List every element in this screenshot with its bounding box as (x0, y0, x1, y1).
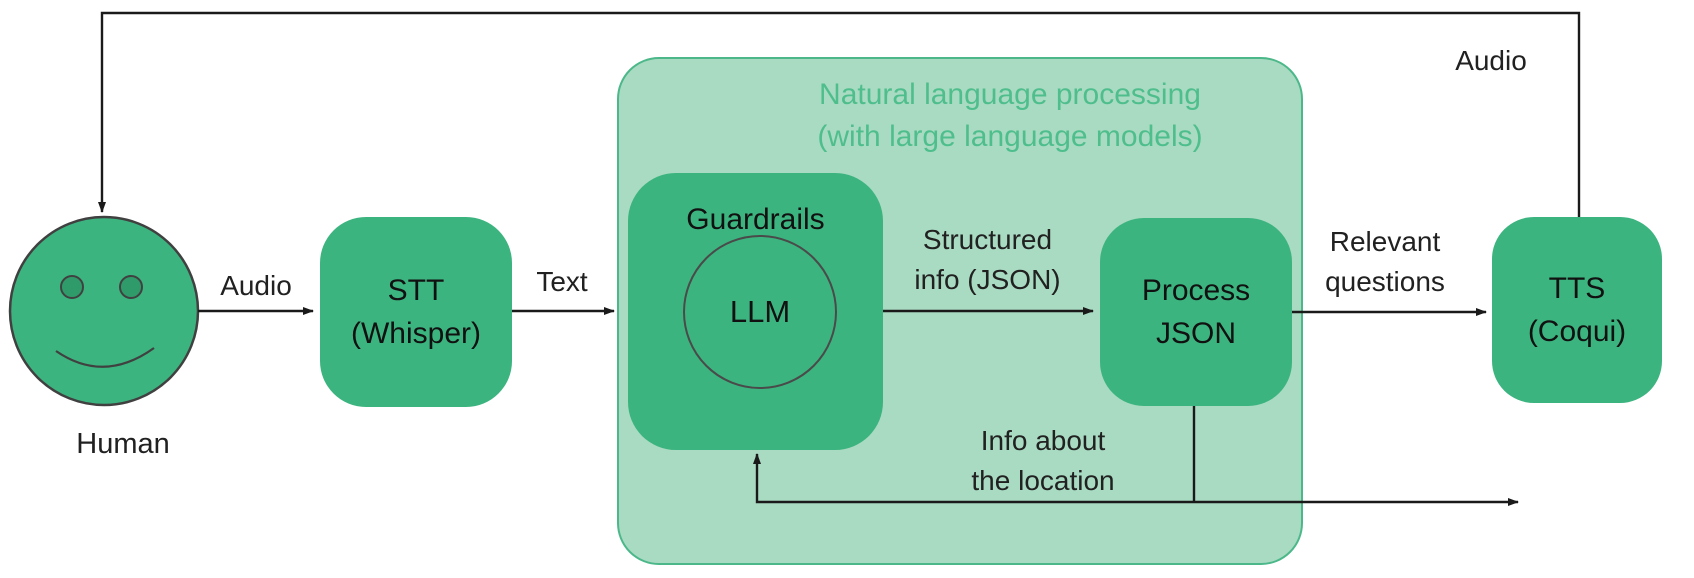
human-label: Human (76, 428, 170, 460)
process-json-label-line1: Process (1141, 274, 1251, 307)
stt-node: STT (Whisper) (320, 217, 512, 407)
info-location-line2: the location (971, 465, 1115, 496)
info-location-label: Info about the location (943, 421, 1143, 501)
llm-label: LLM (729, 294, 791, 329)
guardrails-node: Guardrails LLM (628, 173, 883, 450)
face-right-eye (119, 275, 143, 299)
structured-info-line2: info (JSON) (914, 264, 1061, 295)
human-face (8, 215, 200, 407)
stt-label-line1: STT (387, 274, 445, 307)
audio-out-label: Audio (1455, 45, 1527, 76)
face-smile (55, 347, 155, 368)
audio-in-label: Audio (220, 270, 292, 301)
text-label: Text (536, 266, 588, 297)
face-left-eye (60, 275, 84, 299)
info-location-line1: Info about (980, 425, 1106, 456)
relevant-questions-label: Relevant questions (1300, 222, 1470, 302)
structured-info-label: Structured info (JSON) (890, 220, 1085, 300)
relevant-questions-line2: questions (1325, 266, 1445, 297)
stt-label-line2: (Whisper) (350, 317, 481, 350)
relevant-questions-line1: Relevant (1329, 226, 1441, 257)
nlp-title-line1: Natural language processing (819, 78, 1201, 111)
tts-label-line2: (Coqui) (1527, 315, 1627, 348)
process-json-label-line2: JSON (1155, 317, 1236, 350)
guardrails-label: Guardrails (686, 203, 825, 236)
tts-node: TTS (Coqui) (1492, 217, 1662, 403)
face-circle (8, 215, 200, 407)
structured-info-line1: Structured (922, 224, 1053, 255)
nlp-title-line2: (with large language models) (817, 120, 1203, 153)
llm-circle: LLM (683, 235, 837, 389)
nlp-container-title: Natural language processing (with large … (760, 74, 1260, 158)
tts-label-line1: TTS (1548, 272, 1606, 305)
process-json-node: Process JSON (1100, 218, 1292, 406)
